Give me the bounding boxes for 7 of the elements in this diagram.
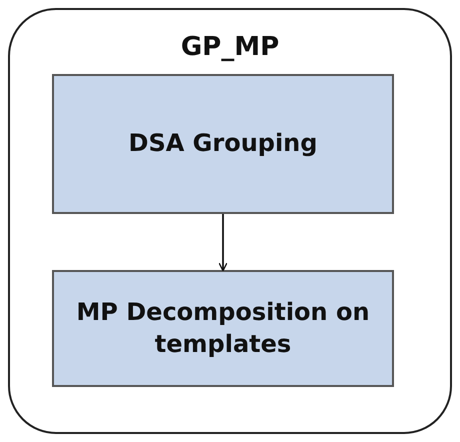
- arrow: [218, 214, 228, 272]
- process-label: MP Decomposition on templates: [75, 297, 371, 360]
- process-box: [52, 270, 394, 387]
- group-title: GP_MP: [180, 32, 280, 62]
- group-container: [8, 8, 452, 434]
- process-box: [52, 74, 394, 214]
- process-label: DSA Grouping: [128, 128, 318, 160]
